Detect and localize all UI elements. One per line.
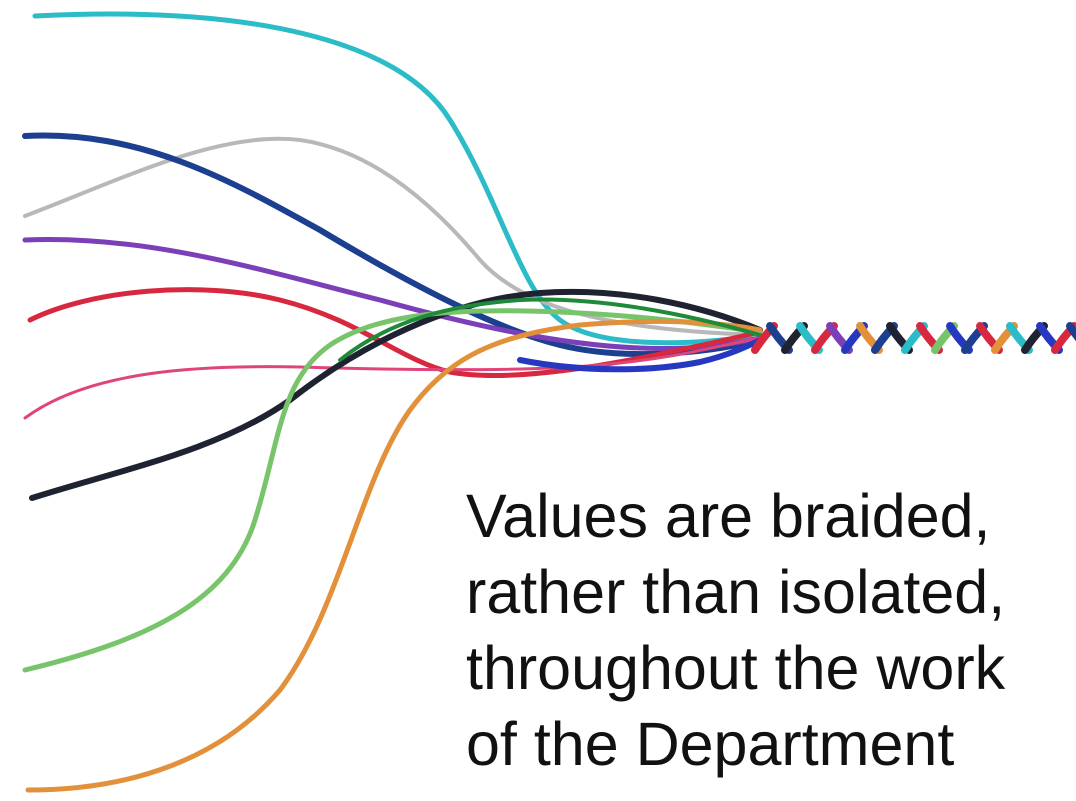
- blue-strand: [517, 337, 763, 373]
- braid-segment: [1066, 322, 1076, 342]
- caption-line-1: Values are braided,: [466, 482, 991, 550]
- braid: [751, 322, 1076, 354]
- pink-strand: [23, 336, 762, 420]
- cyan-strand: [32, 11, 763, 346]
- caption-line-4: of the Department: [466, 710, 955, 778]
- orange-strand: [25, 318, 763, 793]
- caption-line-3: throughout the work: [466, 634, 1006, 702]
- darkgreen-strand: [338, 297, 762, 362]
- green-strand: [22, 308, 763, 673]
- black-strand: [29, 288, 763, 501]
- caption-line-2: rather than isolated,: [466, 558, 1006, 626]
- slide-caption: Values are braided, rather than isolated…: [466, 478, 1066, 782]
